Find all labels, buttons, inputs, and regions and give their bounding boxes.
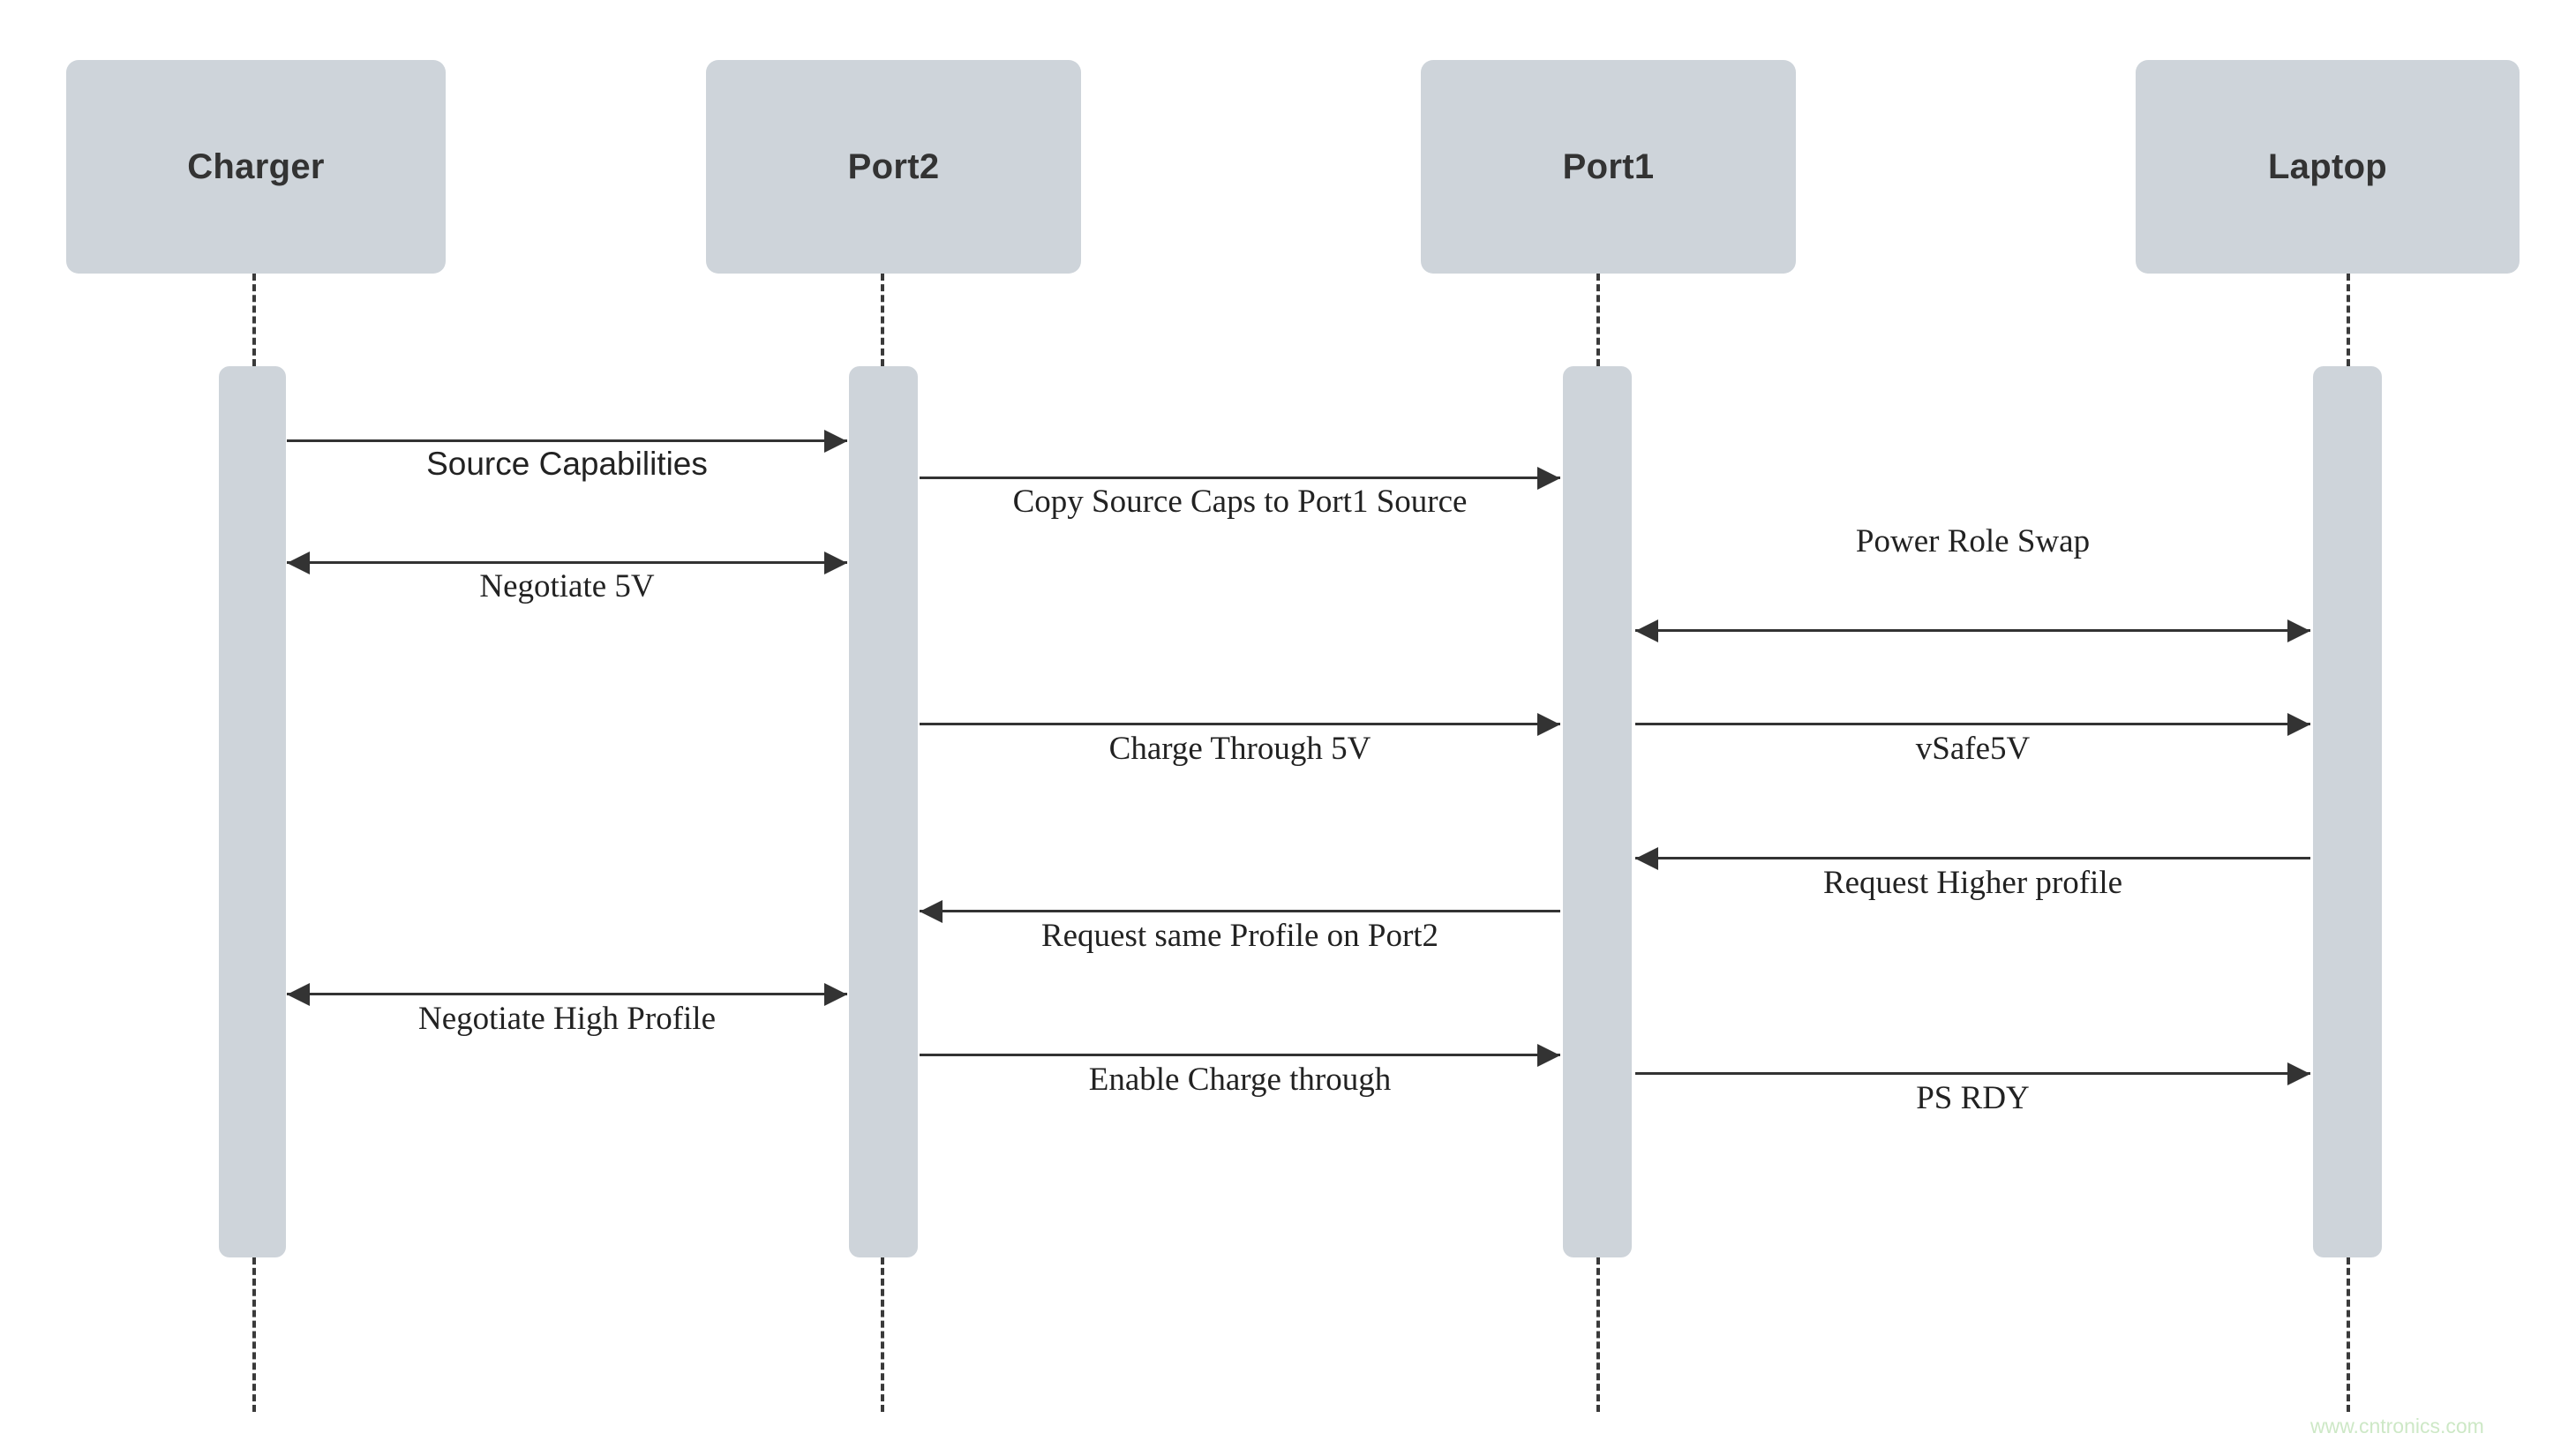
participant-box-port1[interactable]: Port1 bbox=[1421, 60, 1796, 274]
message-line-m11 bbox=[1635, 1072, 2310, 1075]
arrowhead-left-m4 bbox=[1635, 619, 1658, 642]
message-line-m8 bbox=[920, 910, 1560, 912]
arrowhead-right-m4 bbox=[2287, 619, 2310, 642]
message-line-m10 bbox=[920, 1054, 1560, 1056]
message-label-m9: Negotiate High Profile bbox=[417, 1001, 717, 1037]
lifeline-top-port2 bbox=[881, 274, 884, 366]
lifeline-top-laptop bbox=[2347, 274, 2350, 366]
lifeline-bottom-charger bbox=[252, 1257, 256, 1412]
message-label-m11: PS RDY bbox=[1916, 1080, 2030, 1116]
arrowhead-left-m3 bbox=[287, 552, 310, 574]
participant-label-laptop: Laptop bbox=[2267, 146, 2388, 186]
message-label-m2: Copy Source Caps to Port1 Source bbox=[1012, 484, 1468, 520]
participant-box-charger[interactable]: Charger bbox=[66, 60, 446, 274]
message-line-m1 bbox=[287, 439, 847, 442]
activation-bar-port1 bbox=[1563, 366, 1632, 1257]
participant-label-port2: Port2 bbox=[847, 146, 940, 186]
message-line-m2 bbox=[920, 477, 1560, 479]
activation-bar-charger bbox=[219, 366, 286, 1257]
participant-label-charger: Charger bbox=[187, 146, 325, 186]
message-line-m5 bbox=[920, 723, 1560, 725]
message-line-m9 bbox=[287, 993, 847, 995]
message-label-m7: Request Higher profile bbox=[1822, 865, 2123, 901]
lifeline-bottom-port1 bbox=[1596, 1257, 1600, 1412]
activation-bar-port2 bbox=[849, 366, 918, 1257]
lifeline-bottom-port2 bbox=[881, 1257, 884, 1412]
message-line-m4 bbox=[1635, 629, 2310, 632]
message-label-m6: vSafe5V bbox=[1915, 731, 2031, 767]
lifeline-top-port1 bbox=[1596, 274, 1600, 366]
watermark: www.cntronics.com bbox=[2310, 1415, 2484, 1437]
arrowhead-right-m11 bbox=[2287, 1062, 2310, 1085]
arrowhead-right-m10 bbox=[1537, 1044, 1560, 1067]
message-label-m10: Enable Charge through bbox=[1088, 1062, 1392, 1098]
message-line-m6 bbox=[1635, 723, 2310, 725]
message-label-m1: Source Capabilities bbox=[426, 446, 708, 482]
participant-box-port2[interactable]: Port2 bbox=[706, 60, 1081, 274]
arrowhead-right-m6 bbox=[2287, 713, 2310, 736]
lifeline-bottom-laptop bbox=[2347, 1257, 2350, 1412]
arrowhead-right-m9 bbox=[824, 983, 847, 1006]
participant-box-laptop[interactable]: Laptop bbox=[2136, 60, 2520, 274]
arrowhead-right-m3 bbox=[824, 552, 847, 574]
arrowhead-left-m7 bbox=[1635, 847, 1658, 870]
arrowhead-left-m9 bbox=[287, 983, 310, 1006]
message-label-m8: Request same Profile on Port2 bbox=[1040, 918, 1439, 954]
arrowhead-left-m8 bbox=[920, 900, 943, 923]
arrowhead-right-m2 bbox=[1537, 467, 1560, 490]
activation-bar-laptop bbox=[2313, 366, 2382, 1257]
arrowhead-right-m1 bbox=[824, 430, 847, 453]
message-label-m4: Power Role Swap bbox=[1855, 523, 2091, 559]
message-line-m3 bbox=[287, 561, 847, 564]
message-line-m7 bbox=[1635, 857, 2310, 859]
lifeline-top-charger bbox=[252, 274, 256, 366]
message-label-m3: Negotiate 5V bbox=[479, 568, 655, 604]
arrowhead-right-m5 bbox=[1537, 713, 1560, 736]
participant-label-port1: Port1 bbox=[1562, 146, 1655, 186]
message-label-m5: Charge Through 5V bbox=[1108, 731, 1371, 767]
